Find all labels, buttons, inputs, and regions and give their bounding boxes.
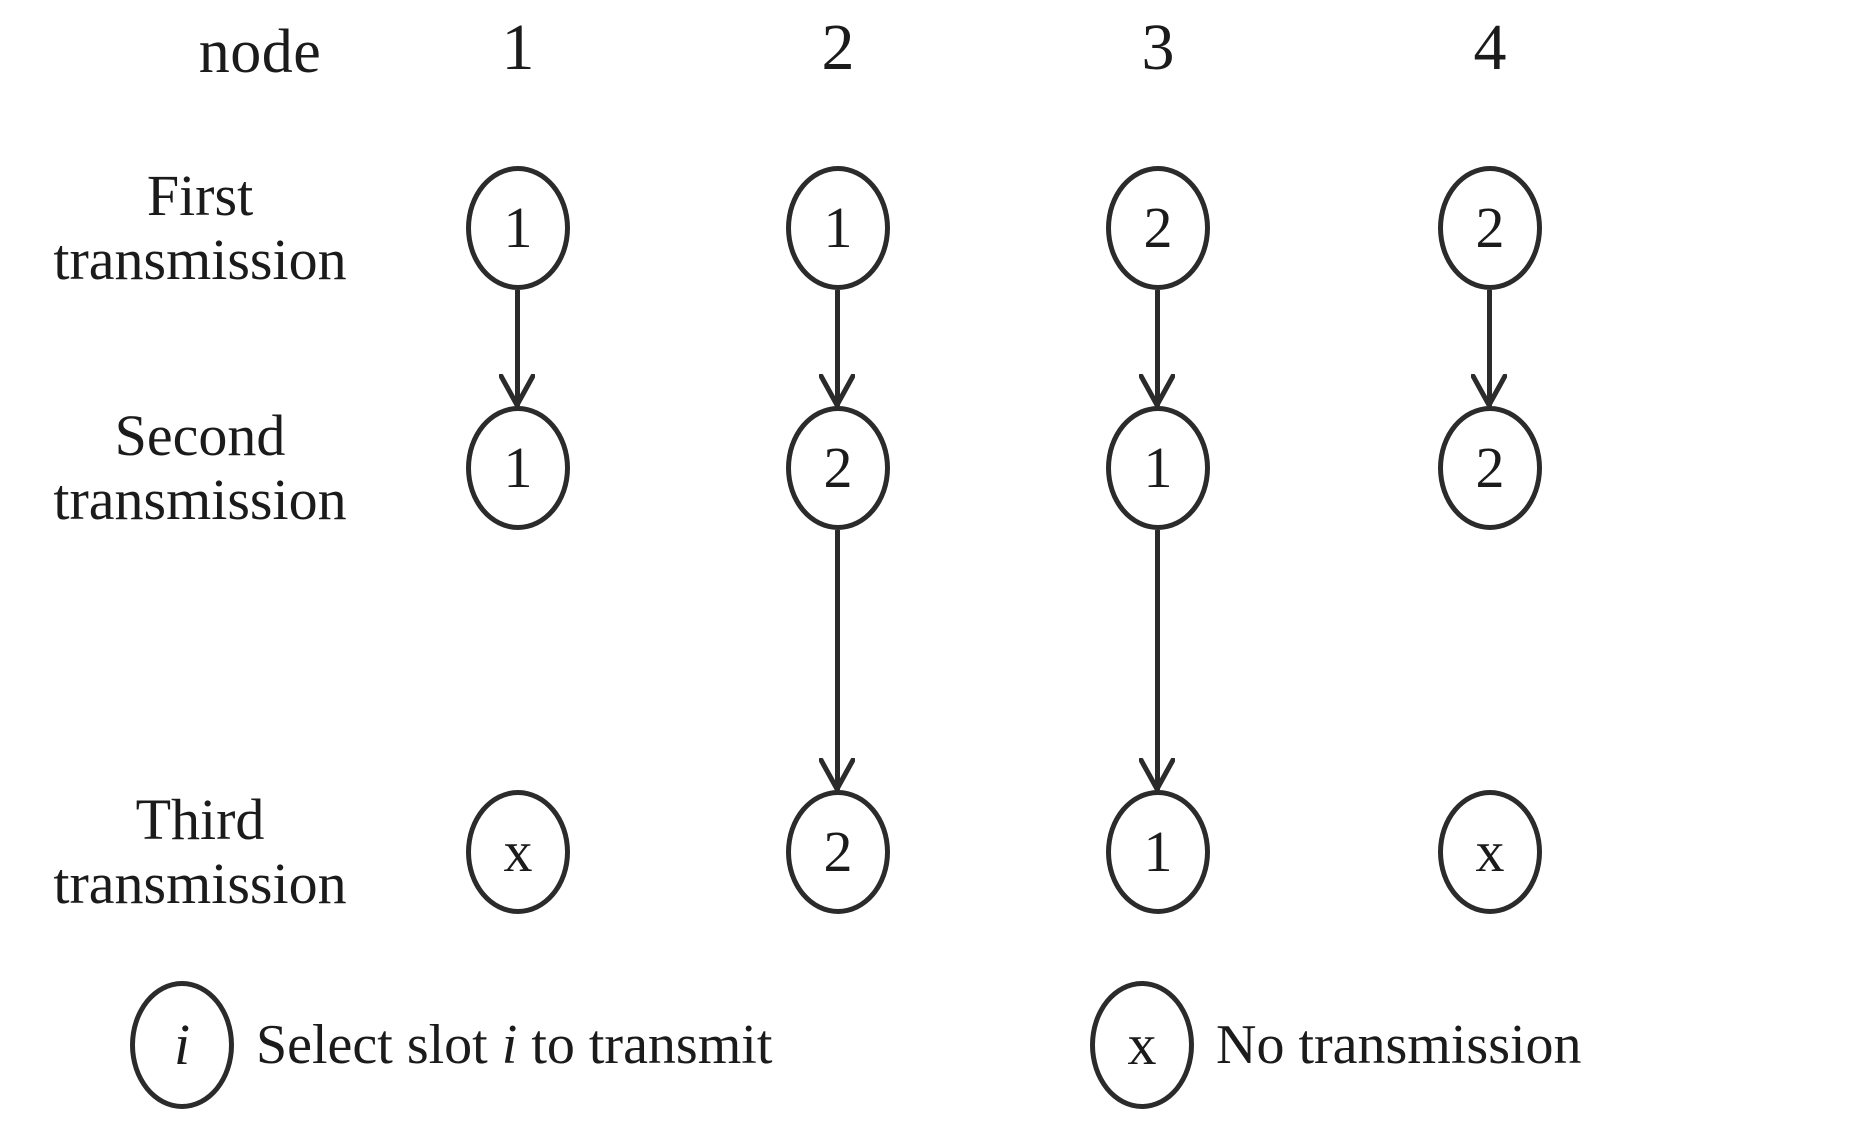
node-r1-c3: 2 xyxy=(1106,166,1210,290)
legend-text-variable: i xyxy=(501,1014,518,1076)
column-header-1: 1 xyxy=(501,11,535,84)
node-r3-c1: x xyxy=(466,790,570,914)
node-r2-c3: 1 xyxy=(1106,406,1210,530)
legend-symbol-select-slot: i xyxy=(130,981,234,1109)
row-label-line1: First xyxy=(146,163,254,228)
node-r1-c1: 1 xyxy=(466,166,570,290)
row-label-line1: Third xyxy=(135,787,265,852)
row-label-line2: transmission xyxy=(53,467,347,532)
arrow-r2-to-r3-c2 xyxy=(818,530,856,792)
legend-text-before: No transmission xyxy=(1216,1014,1582,1076)
legend-item-no-transmission: x No transmission xyxy=(1090,962,1582,1128)
column-header-2: 2 xyxy=(821,11,855,84)
row-label-line2: transmission xyxy=(53,227,347,292)
node-r3-c2: 2 xyxy=(786,790,890,914)
legend-text-select-slot: Select slot i to transmit xyxy=(256,1017,772,1073)
node-axis-label: node xyxy=(198,18,322,86)
legend-text-before: Select slot xyxy=(256,1014,502,1076)
legend-text-no-transmission: No transmission xyxy=(1216,1017,1582,1073)
arrow-r1-to-r2-c3 xyxy=(1138,290,1176,408)
arrow-r1-to-r2-c2 xyxy=(818,290,856,408)
node-r1-c4: 2 xyxy=(1438,166,1542,290)
row-label-line2: transmission xyxy=(53,851,347,916)
node-r2-c4: 2 xyxy=(1438,406,1542,530)
arrow-r1-to-r2-c1 xyxy=(498,290,536,408)
legend-symbol-no-transmission: x xyxy=(1090,981,1194,1109)
legend-text-after: to transmit xyxy=(517,1014,773,1076)
node-r3-c3: 1 xyxy=(1106,790,1210,914)
column-header-3: 3 xyxy=(1141,11,1175,84)
arrow-r1-to-r2-c4 xyxy=(1470,290,1508,408)
node-r2-c1: 1 xyxy=(466,406,570,530)
column-header-row: node 1 2 3 4 xyxy=(0,0,1866,108)
row-label-line1: Second xyxy=(114,403,286,468)
arrow-r2-to-r3-c3 xyxy=(1138,530,1176,792)
node-r3-c4: x xyxy=(1438,790,1542,914)
node-r2-c2: 2 xyxy=(786,406,890,530)
column-header-4: 4 xyxy=(1473,11,1507,84)
node-r1-c2: 1 xyxy=(786,166,890,290)
